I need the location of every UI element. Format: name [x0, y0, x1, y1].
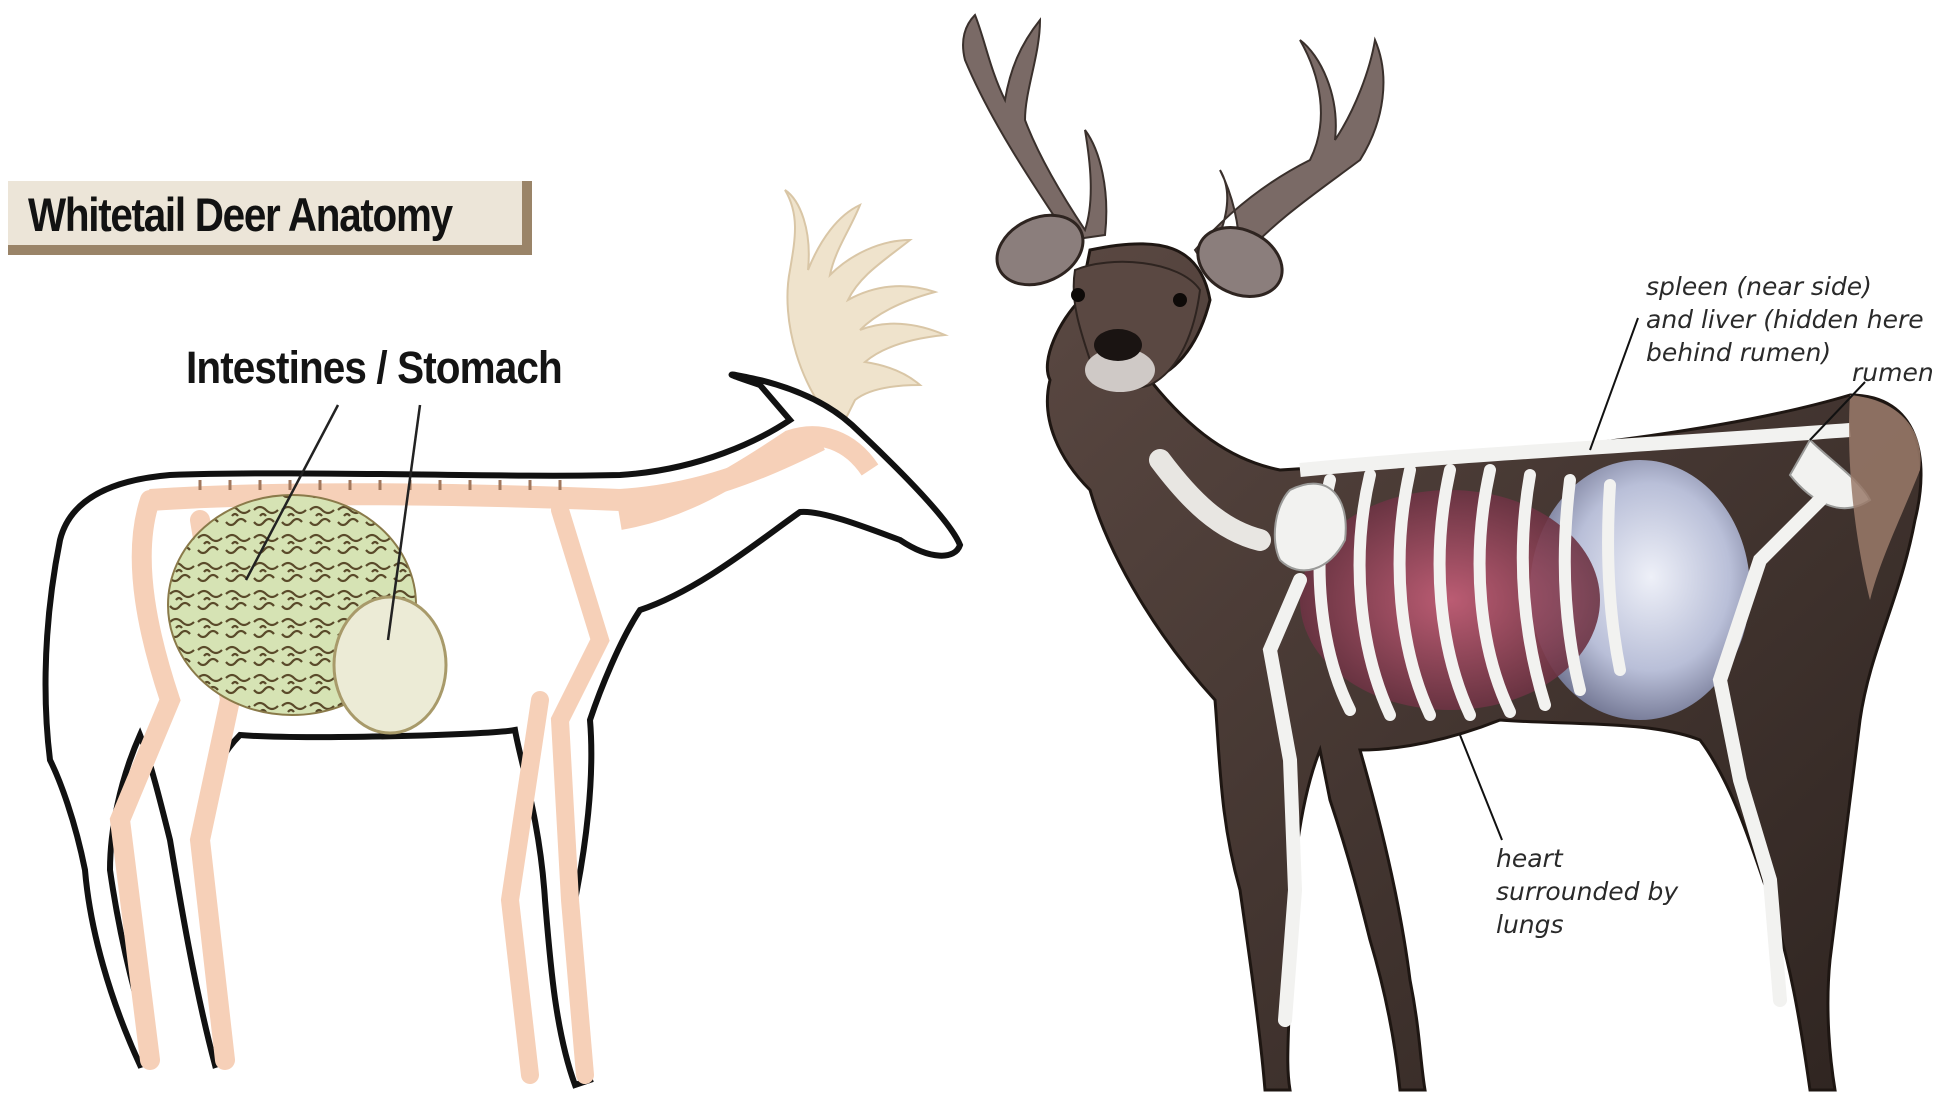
spleen-label-line-1: spleen (near side) [1646, 270, 1924, 303]
spleen-label-line-2: and liver (hidden here [1646, 303, 1924, 336]
spleen-liver-label: spleen (near side) and liver (hidden her… [1646, 270, 1924, 369]
rumen-label: rumen [1852, 356, 1934, 389]
stag-eye-left [1071, 288, 1085, 302]
page-title: Whitetail Deer Anatomy [28, 187, 452, 242]
deer-body-outline [46, 375, 960, 1085]
heart-label-line-2: surrounded by [1496, 875, 1678, 908]
stag-nose-shape [1094, 329, 1142, 361]
stag-eye-right [1173, 293, 1187, 307]
heart-pointer-line [1460, 735, 1502, 840]
whitetail-deer-illustration [46, 190, 960, 1085]
heart-lungs-label: heart surrounded by lungs [1496, 842, 1678, 941]
heart-label-line-1: heart [1496, 842, 1678, 875]
title-box: Whitetail Deer Anatomy [8, 181, 532, 255]
red-deer-illustration [963, 15, 1921, 1090]
intestines-stomach-label: Intestines / Stomach [186, 342, 562, 394]
spleen-pointer-line [1590, 318, 1638, 450]
heart-label-line-3: lungs [1496, 908, 1678, 941]
